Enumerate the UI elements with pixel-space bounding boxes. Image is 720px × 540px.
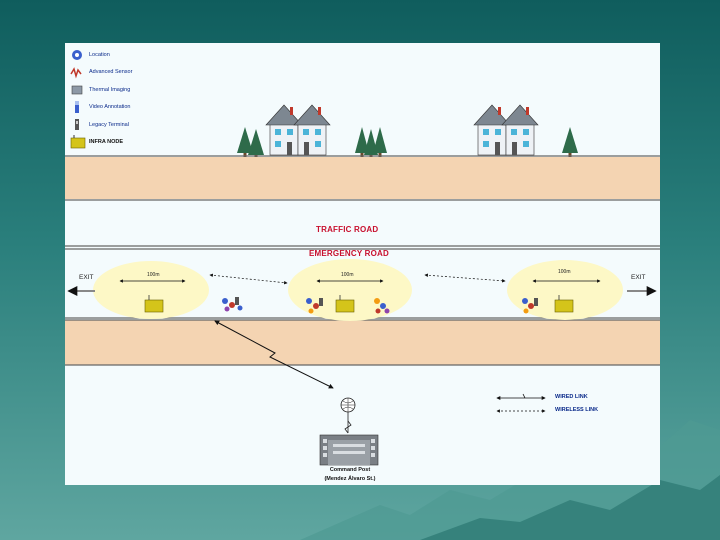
legend-label: INFRA NODE xyxy=(89,139,124,146)
legend-item-thermal-imaging: Thermal Imaging xyxy=(69,81,132,99)
road-scene xyxy=(65,104,660,466)
legend-item-infra-node: INFRA NODE xyxy=(69,134,132,152)
distance-label-2: 100m xyxy=(341,272,354,278)
distance-label-3: 100m xyxy=(558,269,571,275)
sensor-cluster-3 xyxy=(374,298,390,314)
infra-node-3 xyxy=(554,295,574,313)
legacy-terminal-icon xyxy=(75,118,79,130)
legend-label: Advanced Sensor xyxy=(89,69,133,76)
distance-label-1: 100m xyxy=(147,272,160,278)
legend-item-advanced-sensor: Advanced Sensor xyxy=(69,64,132,82)
legend-label: Thermal Imaging xyxy=(89,86,131,93)
sensor-cluster-1 xyxy=(222,297,243,312)
house-group-left xyxy=(265,104,331,156)
legend-label: Location xyxy=(89,51,110,58)
sensor-cluster-2 xyxy=(306,298,323,314)
coverage-zone-1 xyxy=(93,261,209,319)
legend-item-legacy-terminal: Legacy Terminal xyxy=(69,116,132,134)
sidewalk-top xyxy=(65,157,660,199)
legend-item-video-annotation: Video Annotation xyxy=(69,99,132,117)
house-group-right xyxy=(473,104,539,156)
command-post-address: (Mendez Álvaro St.) xyxy=(324,476,376,482)
legend-label: Legacy Terminal xyxy=(89,121,129,128)
exit-right-label: EXIT xyxy=(631,274,646,281)
location-icon xyxy=(72,49,82,60)
infra-node-2 xyxy=(335,295,355,313)
legend-label: Video Annotation xyxy=(89,104,131,111)
wired-link-label: WIRED LINK xyxy=(555,394,588,400)
advanced-sensor-icon xyxy=(70,67,82,79)
traffic-road-label: TRAFFIC ROAD xyxy=(316,225,379,234)
video-annotation-icon xyxy=(75,101,79,114)
infra-node-icon xyxy=(70,135,86,149)
command-post-title: Command Post xyxy=(329,467,371,473)
emergency-road-label: EMERGENCY ROAD xyxy=(309,249,389,258)
wireless-link-label: WIRELESS LINK xyxy=(555,407,599,413)
legend-item-location: Location xyxy=(69,46,132,64)
link-legend xyxy=(497,393,545,413)
sidewalk-bottom xyxy=(65,320,660,365)
diagram-slide: Location Advanced Sensor Thermal Imaging… xyxy=(65,43,660,485)
tree-row xyxy=(237,127,578,160)
infra-node-1 xyxy=(144,295,164,313)
sensor-cluster-4 xyxy=(522,298,538,314)
device-legend: Location Advanced Sensor Thermal Imaging… xyxy=(69,46,132,151)
thermal-imaging-icon xyxy=(71,85,83,95)
command-post-building xyxy=(319,397,379,466)
exit-left-label: EXIT xyxy=(79,274,94,281)
